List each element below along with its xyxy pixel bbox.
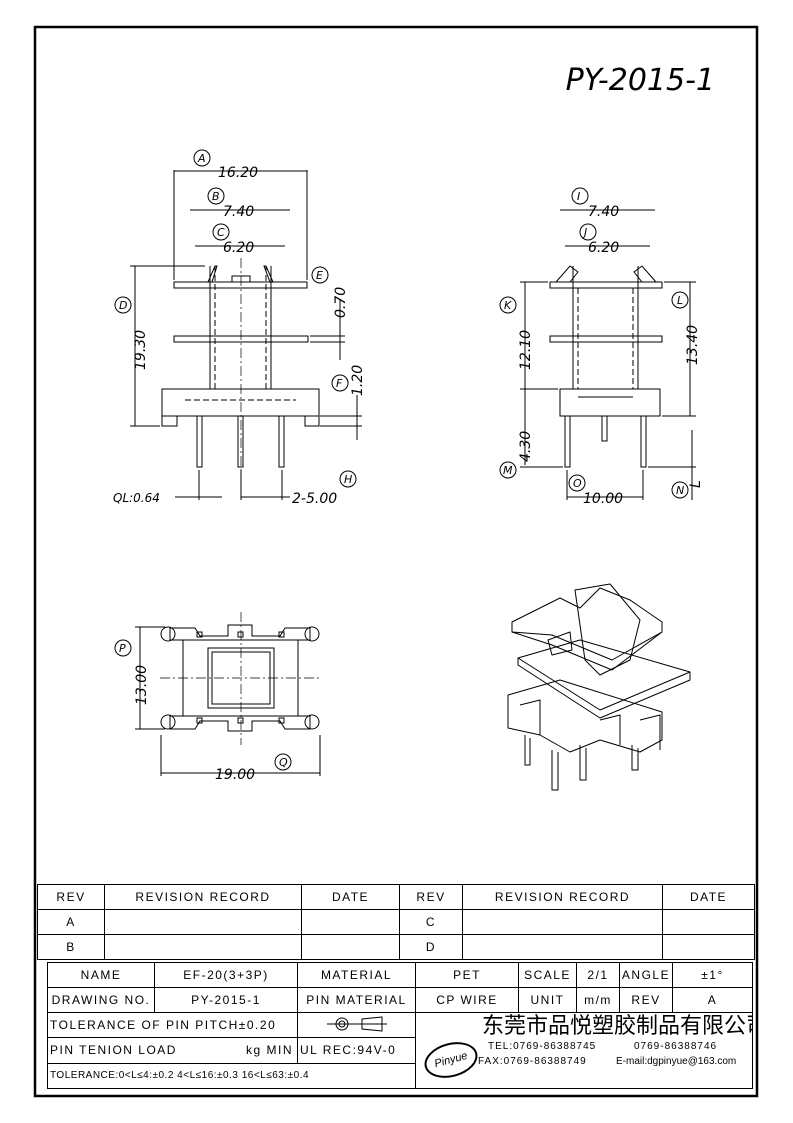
- revision-header-row: REV REVISION RECORD DATE REV REVISION RE…: [37, 884, 755, 910]
- balloon-b: B: [212, 190, 220, 203]
- balloon-q: Q: [279, 756, 288, 769]
- pin-tension-label: PIN TENION LOAD: [50, 1043, 177, 1058]
- company-email: E-mail:dgpinyue@163.com: [616, 1056, 737, 1067]
- scale-label: SCALE: [518, 962, 577, 988]
- front-view: 16.20 7.40 6.20 19.30 0.70 1.20 2-5.00 Q…: [113, 149, 366, 507]
- record-cell: [462, 934, 663, 960]
- company-name: 东莞市品悦塑胶制品有限公司: [482, 1013, 753, 1038]
- balloon-p: P: [119, 642, 126, 655]
- rev-cell: A: [37, 909, 105, 935]
- dim-i: 7.40: [588, 204, 619, 220]
- dim-c: 6.20: [223, 240, 254, 256]
- balloon-n: N: [676, 484, 684, 497]
- dim-k: 12.10: [518, 330, 534, 370]
- name-label: NAME: [47, 962, 155, 988]
- material-value: PET: [415, 962, 519, 988]
- company-tel: TEL:0769-86388745: [488, 1041, 597, 1052]
- record-cell: [104, 909, 302, 935]
- balloon-a: A: [197, 152, 206, 165]
- pin-tension-unit: kg MIN: [245, 1043, 293, 1058]
- dim-e: 0.70: [333, 287, 349, 318]
- side-view: 7.40 6.20 12.10 13.40 4.30 10.00 L I J K…: [499, 187, 704, 507]
- balloon-o: O: [573, 477, 582, 490]
- revision-table: REV REVISION RECORD DATE REV REVISION RE…: [37, 884, 755, 960]
- balloon-d: D: [119, 299, 127, 312]
- company-logo: Pinyue: [420, 1036, 482, 1084]
- pin-material-label: PIN MATERIAL: [297, 987, 416, 1013]
- dim-b: 7.40: [223, 204, 254, 220]
- dim-o: 10.00: [583, 491, 623, 507]
- date-cell: [301, 909, 400, 935]
- material-label: MATERIAL: [297, 962, 416, 988]
- drawing-title: PY-2015-1: [566, 63, 715, 98]
- balloon-e: E: [316, 269, 323, 282]
- company-fax: FAX:0769-86388749: [478, 1056, 587, 1067]
- angle-label: ANGLE: [619, 962, 673, 988]
- balloon-l: L: [677, 294, 683, 307]
- third-angle-projection-icon: [326, 1016, 387, 1032]
- date-cell: [662, 909, 755, 935]
- dim-m: 4.30: [518, 431, 534, 462]
- balloon-f: F: [336, 377, 343, 390]
- dim-a: 16.20: [218, 165, 258, 181]
- company-block: Pinyue 东莞市品悦塑胶制品有限公司 TEL:0769-86388745 0…: [415, 1012, 753, 1089]
- pin-pitch-tolerance: TOLERANCE OF PIN PITCH±0.20: [47, 1011, 298, 1039]
- front-balloons: A B C D E F H: [114, 149, 357, 488]
- revision-record-header-2: REVISION RECORD: [462, 884, 663, 910]
- revision-record-header: REVISION RECORD: [104, 884, 302, 910]
- rev-value: A: [672, 987, 753, 1013]
- general-tolerance: TOLERANCE:0<L≤4:±0.2 4<L≤16:±0.3 16<L≤63…: [47, 1062, 416, 1090]
- table-row: B D: [37, 934, 755, 960]
- record-cell: [104, 934, 302, 960]
- dim-p: 13.00: [134, 665, 150, 705]
- dim-n-l: L: [688, 480, 704, 488]
- ql-note: QL:0.64: [113, 491, 160, 505]
- record-cell: [462, 909, 663, 935]
- dim-q: 19.00: [215, 767, 255, 783]
- rev-label: REV: [619, 987, 673, 1013]
- rev-cell: C: [399, 909, 463, 935]
- dim-f: 1.20: [350, 365, 366, 396]
- unit-value: m/m: [576, 987, 620, 1013]
- isometric-view: [507, 583, 691, 791]
- company-tel-2: 0769-86388746: [634, 1041, 718, 1052]
- pin-material-value: CP WIRE: [415, 987, 519, 1013]
- angle-value: ±1°: [672, 962, 753, 988]
- dim-l: 13.40: [685, 325, 701, 365]
- balloon-j: J: [582, 226, 587, 239]
- date-header-2: DATE: [662, 884, 755, 910]
- drawing-no-label: DRAWING NO.: [47, 987, 155, 1013]
- drawing-no-value: PY-2015-1: [154, 987, 298, 1013]
- pin-tension-row: PIN TENION LOAD kg MIN: [47, 1037, 298, 1064]
- balloon-h: H: [344, 473, 352, 486]
- rev-cell: D: [399, 934, 463, 960]
- date-header: DATE: [301, 884, 400, 910]
- projection-symbol: [297, 1011, 416, 1039]
- date-cell: [662, 934, 755, 960]
- ul-rating: UL REC:94V-0: [297, 1037, 416, 1064]
- dim-d: 19.30: [133, 330, 149, 370]
- dim-j: 6.20: [588, 240, 619, 256]
- balloon-k: K: [504, 299, 512, 312]
- bottom-view: 13.00 19.00 P Q: [114, 612, 321, 783]
- rev-header: REV: [37, 884, 105, 910]
- scale-value: 2/1: [576, 962, 620, 988]
- unit-label: UNIT: [518, 987, 577, 1013]
- dim-h: 2-5.00: [292, 491, 337, 507]
- table-row: A C: [37, 909, 755, 935]
- rev-cell: B: [37, 934, 105, 960]
- name-value: EF-20(3+3P): [154, 962, 298, 988]
- date-cell: [301, 934, 400, 960]
- balloon-i: I: [577, 190, 580, 203]
- drawing-border: [33, 25, 759, 1098]
- rev-header-2: REV: [399, 884, 463, 910]
- balloon-c: C: [217, 226, 225, 239]
- balloon-m: M: [503, 464, 513, 477]
- title-block: NAME EF-20(3+3P) MATERIAL PET SCALE 2/1 …: [47, 962, 753, 1090]
